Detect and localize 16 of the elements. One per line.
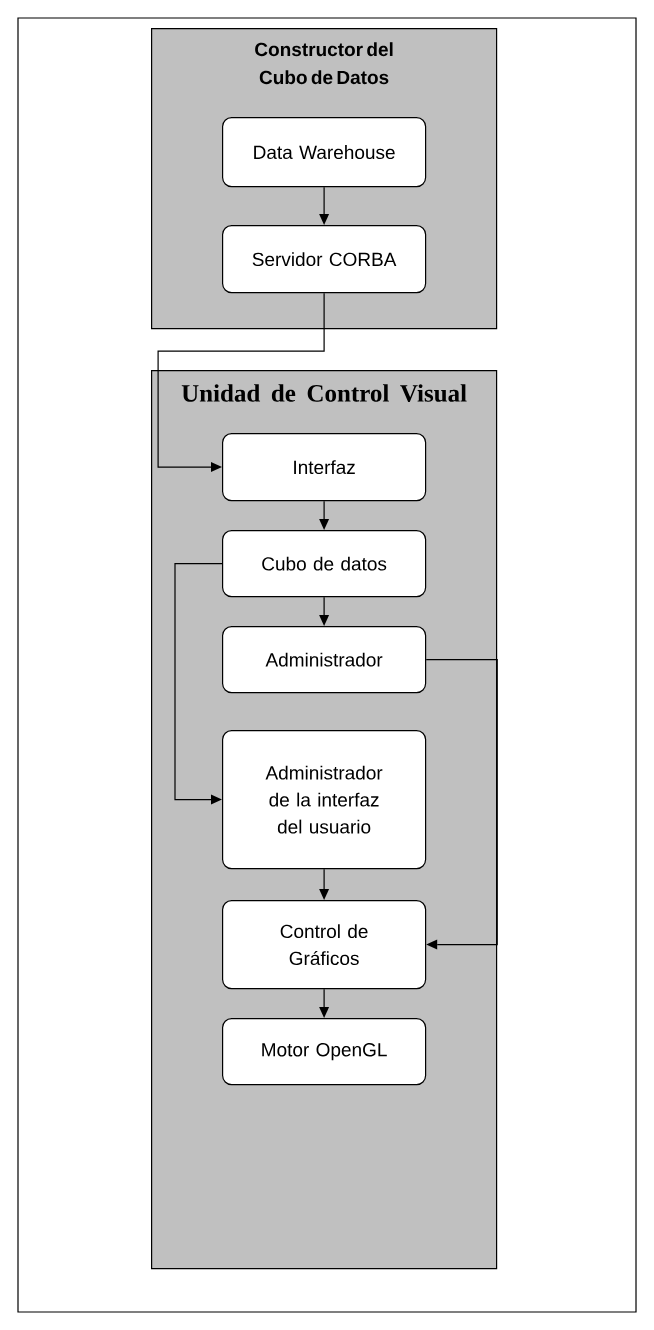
process-box: Servidor CORBA [222,225,427,294]
arrow [319,988,330,1018]
process-box: Cubo de datos [222,530,427,598]
arrow [319,186,330,225]
arrow [319,596,330,626]
arrow [319,868,330,900]
process-box: Control de Gráficos [222,900,427,990]
arrow [319,500,330,530]
process-box: Administrador [222,626,427,694]
arrow [174,563,223,805]
arrow [425,659,498,950]
arrow [157,292,325,473]
process-box: Interfaz [222,433,427,502]
process-box: Administrador de la interfaz del usuario [222,730,427,870]
process-box: Data Warehouse [222,117,427,188]
process-box: Motor OpenGL [222,1018,427,1086]
